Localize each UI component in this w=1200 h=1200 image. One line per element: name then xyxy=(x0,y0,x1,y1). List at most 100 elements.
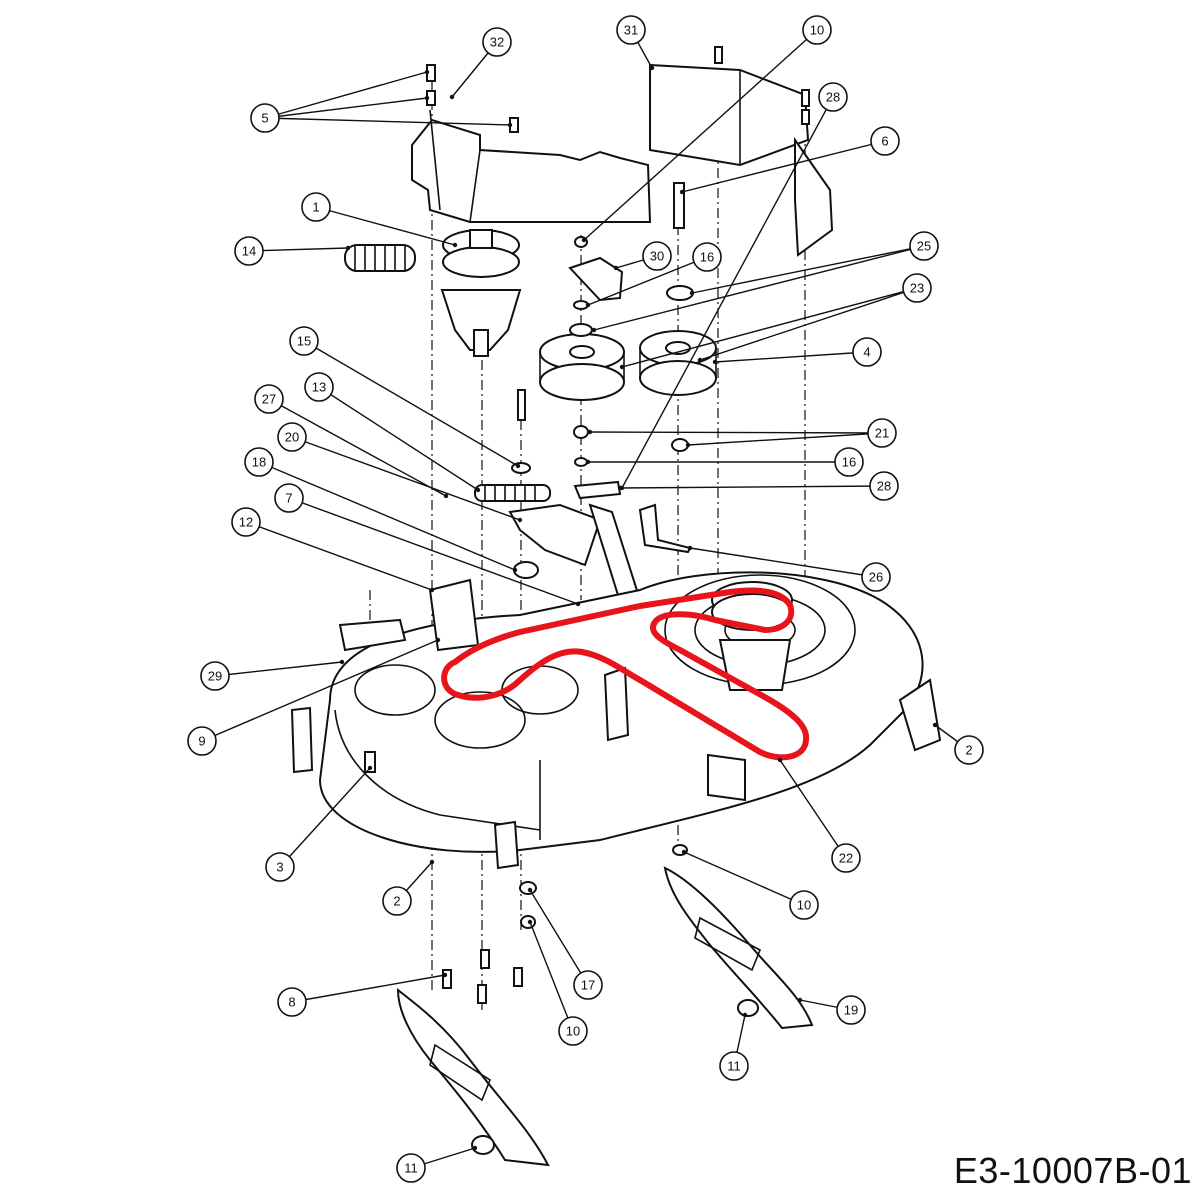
leader-arrowhead xyxy=(591,327,597,333)
callout-bubble xyxy=(277,422,307,452)
leader-arrowhead xyxy=(515,463,521,469)
callout-c-27: 27 xyxy=(254,384,284,414)
leader-line-c-5 xyxy=(264,71,428,119)
callout-c-19: 19 xyxy=(836,995,866,1025)
leader-arrowhead xyxy=(689,290,695,296)
callout-c-30: 30 xyxy=(642,241,672,271)
right-belt-shield xyxy=(649,63,834,257)
leader-arrowhead xyxy=(475,487,481,493)
leader-line-c-10c xyxy=(529,921,574,1032)
callout-bubble xyxy=(244,447,274,477)
leader-arrowhead xyxy=(442,972,448,978)
callout-c-6: 6 xyxy=(870,126,900,156)
callout-label: 32 xyxy=(490,35,504,50)
callout-c-1: 1 xyxy=(301,192,331,222)
callout-bubble xyxy=(254,384,284,414)
callout-bubble xyxy=(642,241,672,271)
leader-arrowhead xyxy=(345,245,351,251)
callout-bubble xyxy=(818,82,848,112)
leader-arrowhead xyxy=(742,1012,748,1018)
leader-line-c-29 xyxy=(214,661,343,677)
callout-label: 15 xyxy=(297,334,311,349)
callout-bubble xyxy=(200,661,230,691)
callout-label: 7 xyxy=(285,491,292,506)
callout-label: 28 xyxy=(826,90,840,105)
drive-belt xyxy=(441,587,810,761)
callout-c-13: 13 xyxy=(304,372,334,402)
callout-bubble xyxy=(902,273,932,303)
leader-arrowhead xyxy=(429,859,435,865)
callout-bubble xyxy=(301,192,331,222)
leader-line-c-25 xyxy=(691,245,925,294)
idler-pulley-right xyxy=(639,330,717,396)
drawing-code: E3-10007B-01 xyxy=(953,1150,1192,1191)
callout-bubble xyxy=(573,970,603,1000)
leader-line-c-16a xyxy=(587,256,708,306)
leader-line-c-23 xyxy=(621,287,918,368)
callout-label: 22 xyxy=(839,851,853,866)
callout-c-14: 14 xyxy=(234,236,264,266)
leader-line-c-9 xyxy=(201,639,439,742)
leader-line-c-13 xyxy=(318,386,479,491)
callout-label: 16 xyxy=(700,250,714,265)
callout-c-10b: 10 xyxy=(789,890,819,920)
leader-arrowhead xyxy=(617,485,623,491)
leader-arrowhead xyxy=(587,429,593,435)
callout-bubble xyxy=(869,471,899,501)
leader-line-c-28b xyxy=(619,485,885,489)
callout-c-31: 31 xyxy=(616,15,646,45)
callout-bubble xyxy=(802,15,832,45)
leader-arrowhead xyxy=(512,567,518,573)
callout-label: 13 xyxy=(312,380,326,395)
leader-line-c-17 xyxy=(529,889,589,986)
leader-line-c-4 xyxy=(714,351,868,363)
callout-bubble xyxy=(250,103,280,133)
callout-c-2b: 2 xyxy=(382,886,412,916)
blade-left xyxy=(396,987,550,1167)
callout-bubble xyxy=(719,1051,749,1081)
callout-bubble xyxy=(382,886,412,916)
callout-bubble xyxy=(870,126,900,156)
leader-arrowhead xyxy=(429,587,435,593)
leader-line-c-27 xyxy=(268,398,447,497)
callout-c-5: 5 xyxy=(250,103,280,133)
callout-bubble xyxy=(304,372,334,402)
callout-c-15: 15 xyxy=(289,326,319,356)
callout-bubble xyxy=(831,843,861,873)
leader-line-c-5 xyxy=(264,117,511,126)
callout-label: 21 xyxy=(875,426,889,441)
callout-label: 10 xyxy=(566,1024,580,1039)
leader-arrowhead xyxy=(581,237,587,243)
idler-pulley-left xyxy=(539,333,625,401)
leader-line-c-25 xyxy=(593,245,925,331)
callout-bubble xyxy=(289,326,319,356)
callout-label: 12 xyxy=(239,515,253,530)
leader-line-c-21 xyxy=(589,431,883,434)
leader-arrowhead xyxy=(697,357,703,363)
callout-c-16b: 16 xyxy=(834,447,864,477)
leader-arrowhead xyxy=(649,65,655,71)
callout-c-28b: 28 xyxy=(869,471,899,501)
callout-bubble xyxy=(861,562,891,592)
callout-label: 9 xyxy=(198,734,205,749)
leader-arrowhead xyxy=(681,849,687,855)
leader-arrowhead xyxy=(452,242,458,248)
callout-c-12: 12 xyxy=(231,507,261,537)
callout-bubble xyxy=(836,995,866,1025)
callout-bubble xyxy=(616,15,646,45)
callout-label: 31 xyxy=(624,23,638,38)
callout-bubble xyxy=(954,735,984,765)
leader-arrowhead xyxy=(613,265,619,271)
callout-bubble xyxy=(274,483,304,513)
callout-c-28a: 28 xyxy=(818,82,848,112)
leader-arrowhead xyxy=(585,302,591,308)
leader-arrowhead xyxy=(424,95,430,101)
callout-label: 10 xyxy=(810,23,824,38)
leader-line-c-20 xyxy=(291,436,521,521)
callout-c-10c: 10 xyxy=(558,1016,588,1046)
spring xyxy=(344,244,416,272)
callout-bubble xyxy=(789,890,819,920)
callout-c-26: 26 xyxy=(861,562,891,592)
